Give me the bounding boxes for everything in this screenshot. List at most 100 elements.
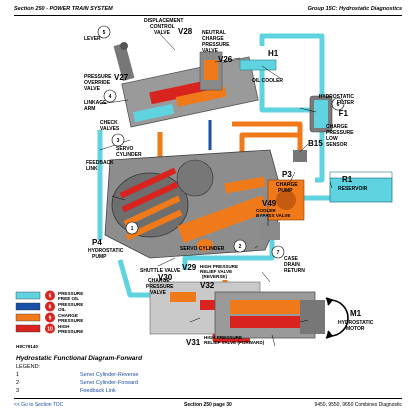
hydrostatic-filter: [309, 95, 333, 133]
figure-caption: Hydrostatic Functional Diagram-Forward: [16, 355, 143, 362]
leader-lines: [99, 33, 333, 347]
svg-text:M1: M1: [350, 309, 362, 318]
svg-text:PRESSURE: PRESSURE: [146, 284, 174, 290]
figure-id: H9C79140: [16, 344, 38, 349]
svg-text:COOLER: COOLER: [256, 208, 276, 213]
callout-2: 2: [233, 239, 247, 253]
svg-text:NEUTRAL: NEUTRAL: [202, 30, 226, 36]
svg-text:DISPLACEMENT: DISPLACEMENT: [144, 18, 183, 24]
svg-text:VALVE: VALVE: [150, 290, 167, 296]
svg-text:(REVERSE): (REVERSE): [202, 274, 227, 279]
label-cooler-bypass-valve: V49 COOLER BYPASS VALVE: [256, 199, 290, 218]
svg-text:MOTOR: MOTOR: [346, 326, 365, 332]
pressure-legend-label: OIL: [58, 307, 66, 312]
header-group-title: Group 15C: Hydrostatic Diagnostics: [307, 6, 402, 12]
svg-text:RELIEF VALVE (FORWARD): RELIEF VALVE (FORWARD): [204, 340, 265, 345]
label-displacement-control-valve: DISPLACEMENT CONTROL VALVE V28: [144, 18, 193, 36]
motor-rotation-arrow-icon: [325, 297, 349, 339]
svg-text:CASE: CASE: [284, 256, 299, 262]
label-oil-cooler: H1 OIL COOLER: [252, 49, 283, 84]
legend-description[interactable]: Servo Cylinder-Forward: [80, 380, 139, 386]
svg-text:V30: V30: [158, 273, 173, 282]
legend-code: 3: [16, 388, 20, 394]
go-to-section-toc-link[interactable]: << Go to Section TOC: [14, 402, 64, 408]
pressure-legend-number: 10: [47, 327, 53, 333]
pressure-legend-label: PRESSURE: [58, 318, 83, 323]
svg-text:OVERRIDE: OVERRIDE: [84, 80, 111, 86]
label-servo-cylinder-top: SERVO CYLINDER: [116, 146, 142, 158]
pressure-legend-number-badge: [45, 323, 55, 334]
pressure-legend-number: 9: [49, 316, 52, 322]
svg-text:P3: P3: [282, 170, 292, 179]
pressure-legend-swatch: [15, 324, 41, 333]
svg-text:LINKAGE: LINKAGE: [84, 100, 107, 106]
page-header: Section 250 - POWER TRAIN SYSTEM Group 1…: [14, 6, 402, 16]
callout-3: 3: [111, 133, 125, 147]
label-lever: LEVER: [84, 36, 101, 42]
label-high-pressure-relief-valve-reverse: V29 HIGH PRESSURE RELIEF VALVE (REVERSE)…: [182, 263, 238, 290]
label-reservoir: R1 RESERVOIR: [338, 175, 368, 192]
label-neutral-charge-pressure-valve: NEUTRAL CHARGE PRESSURE VALVE V26: [202, 30, 233, 64]
svg-text:R1: R1: [342, 175, 353, 184]
svg-text:SERVO CYLINDER: SERVO CYLINDER: [180, 246, 225, 252]
pressure-legend-swatch: [15, 302, 41, 311]
callout-6: 6: [331, 97, 345, 111]
label-charge-pressure-low-sensor: CHARGE PRESSURE LOW SENSOR B15: [308, 124, 354, 148]
charge-pump: [267, 179, 305, 221]
svg-text:DRAIN: DRAIN: [284, 262, 300, 268]
charge-pressure-low-sensor: [293, 150, 307, 162]
pressure-legend-label: CHARGE: [58, 313, 78, 318]
svg-text:PRESSURE: PRESSURE: [326, 130, 354, 136]
cooler-bypass-valve: [260, 222, 280, 240]
svg-text:HIGH PRESSURE: HIGH PRESSURE: [204, 335, 242, 340]
label-hydrostatic-filter: HYDROSTATIC FILTER F1: [319, 94, 355, 118]
label-feedback-link: FEEDBACK LINK: [86, 160, 114, 172]
svg-text:4: 4: [109, 94, 112, 100]
legend-description[interactable]: Servo Cylinder-Reverse: [80, 372, 139, 378]
page-number: Section 250 page 30: [184, 402, 232, 408]
svg-text:CHARGE: CHARGE: [326, 124, 348, 130]
svg-text:SHUTTLE VALVE: SHUTTLE VALVE: [140, 268, 181, 274]
svg-text:V27: V27: [114, 73, 129, 82]
svg-text:V32: V32: [200, 281, 215, 290]
pressure-legend-label: FREE OIL: [58, 296, 79, 301]
footer-divider: [14, 398, 402, 399]
pressure-legend-swatch: [15, 291, 41, 300]
svg-text:FILTER: FILTER: [337, 100, 355, 106]
label-shuttle-valve: SHUTTLE VALVE: [140, 268, 181, 274]
header-section-title: Section 250 - POWER TRAIN SYSTEM: [14, 6, 113, 12]
callout-5: 5: [97, 25, 111, 39]
svg-text:CHARGE: CHARGE: [148, 278, 170, 284]
pressure-legend-number-badge: [45, 301, 55, 312]
callout-1: 1: [125, 221, 139, 235]
svg-text:RESERVOIR: RESERVOIR: [338, 186, 368, 192]
label-high-pressure-relief-valve-forward: V31 HIGH PRESSURE RELIEF VALVE (FORWARD): [186, 335, 265, 347]
svg-text:LINK: LINK: [86, 166, 98, 172]
svg-text:FEEDBACK: FEEDBACK: [86, 160, 114, 166]
label-case-drain-return: CASE DRAIN RETURN: [284, 256, 305, 274]
svg-text:LOW: LOW: [326, 136, 338, 142]
svg-text:PUMP: PUMP: [278, 188, 293, 194]
svg-text:HYDROSTATIC: HYDROSTATIC: [338, 320, 374, 326]
svg-text:CONTROL: CONTROL: [150, 24, 175, 30]
pressure-legend-label: PRESSURE: [58, 291, 83, 296]
label-hydrostatic-pump: P4 HYDROSTATIC PUMP: [88, 238, 124, 260]
callout-7: 7: [271, 245, 285, 259]
legend-header: LEGEND:: [16, 364, 41, 370]
svg-text:CHECK: CHECK: [100, 120, 118, 126]
label-hydrostatic-motor: M1 HYDROSTATIC MOTOR: [338, 309, 374, 332]
legend-description[interactable]: Feedback Link: [80, 388, 116, 394]
svg-text:P4: P4: [92, 238, 102, 247]
label-servo-cylinder-bottom: SERVO CYLINDER: [180, 246, 225, 252]
pressure-legend-number-badge: [45, 290, 55, 301]
pressure-legend-label: PRESSURE: [58, 302, 83, 307]
svg-text:CHARGE: CHARGE: [276, 182, 298, 188]
lever: [113, 42, 135, 81]
label-pressure-override-valve: PRESSURE OVERRIDE VALVE V27: [84, 73, 129, 92]
svg-text:V28: V28: [178, 27, 193, 36]
svg-text:BYPASS VALVE: BYPASS VALVE: [256, 213, 290, 218]
